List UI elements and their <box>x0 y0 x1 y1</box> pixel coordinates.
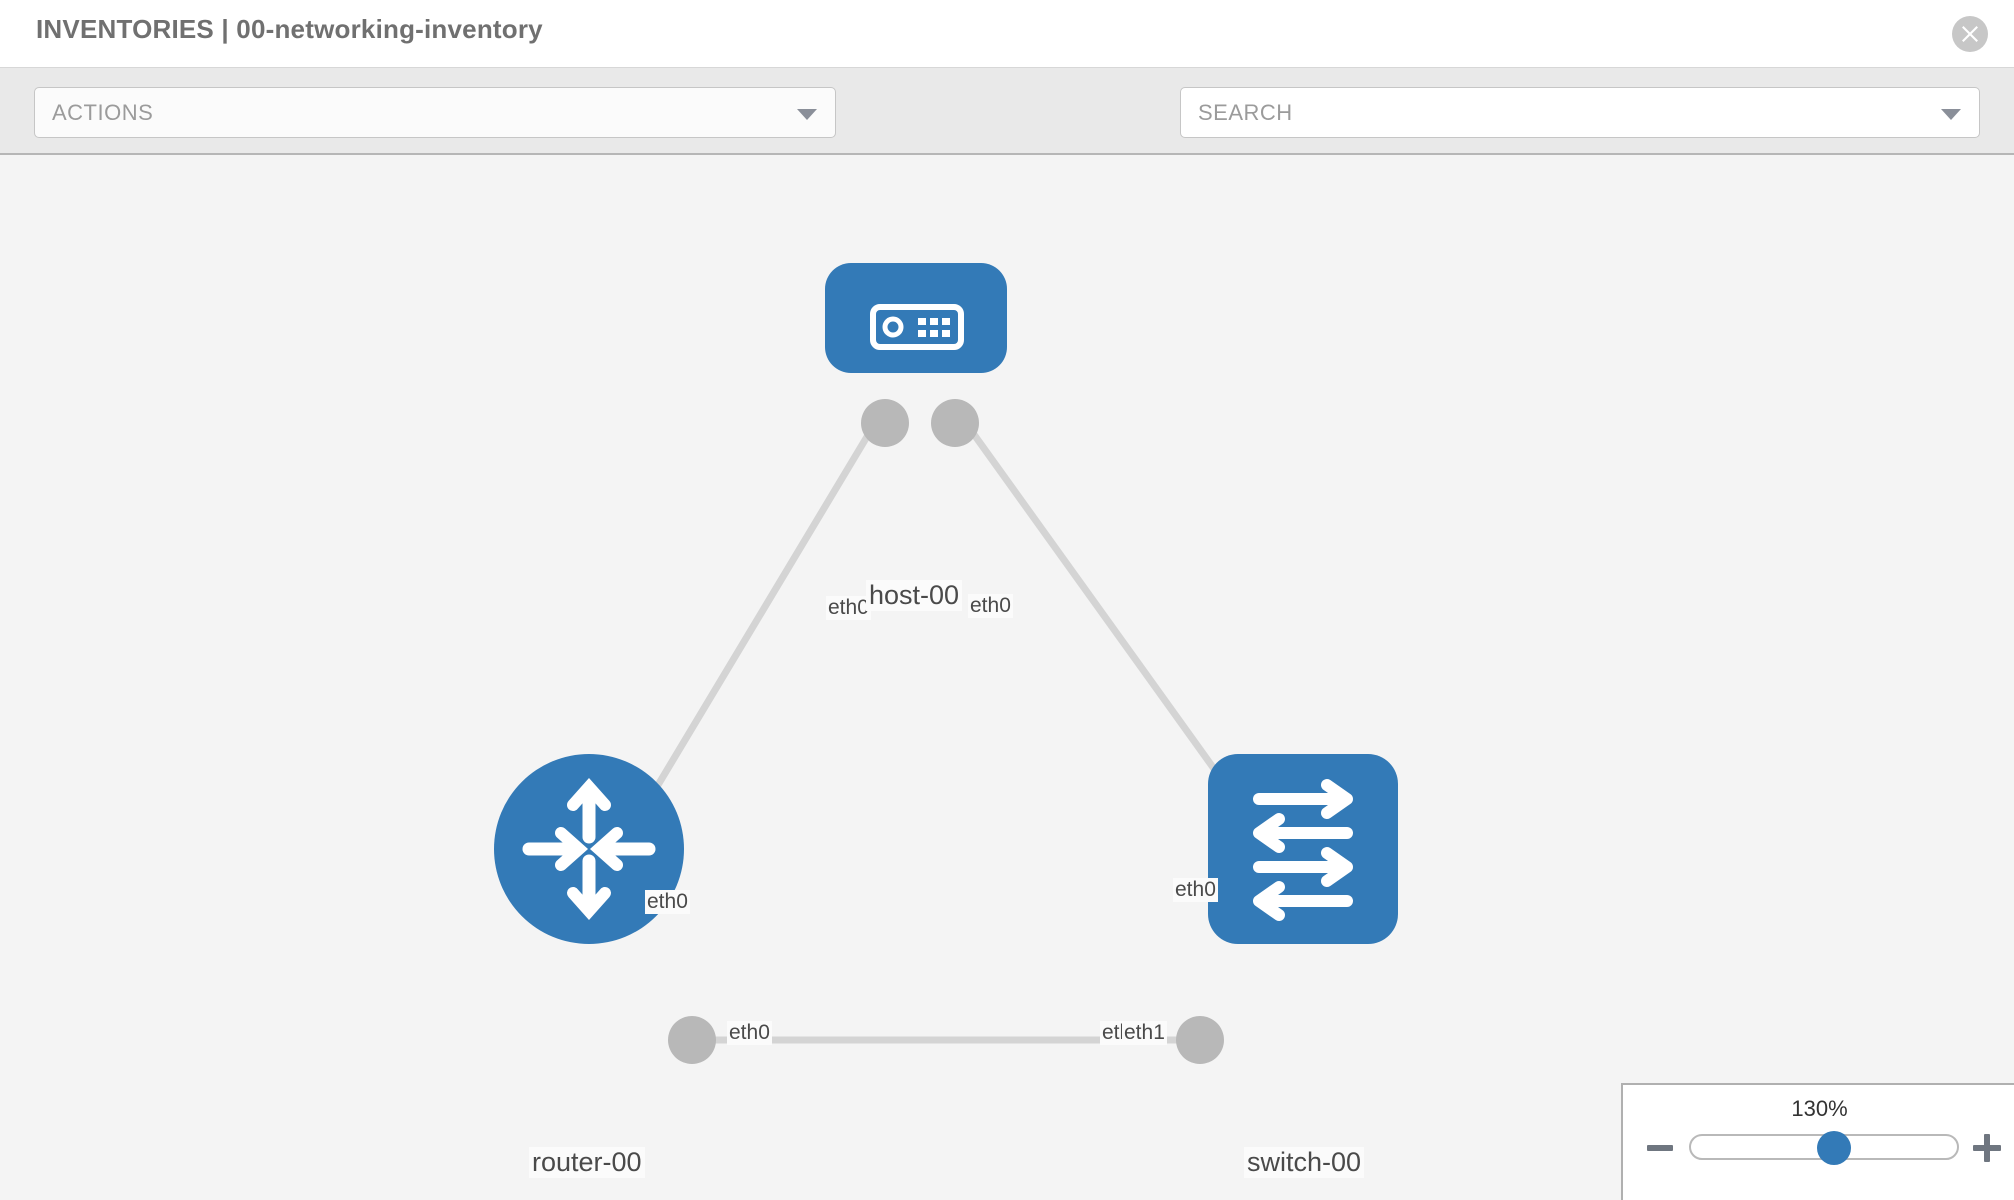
connector-host00-right <box>931 399 979 447</box>
zoom-slider[interactable] <box>1689 1131 1959 1165</box>
node-label-switch-00: switch-00 <box>1244 1147 1365 1178</box>
connector-router00-east <box>668 1016 716 1064</box>
edge-host00-switch00 <box>957 412 1243 808</box>
page-title: INVENTORIES | 00-networking-inventory <box>36 14 543 44</box>
edge-label-host00-eth0-left: eth0 <box>826 596 871 621</box>
close-icon[interactable] <box>1952 16 1988 52</box>
zoom-control-panel: 130% <box>1621 1083 2014 1200</box>
zoom-level-value: 130% <box>1791 1096 1848 1121</box>
node-router-00[interactable] <box>494 754 684 944</box>
zoom-out-button[interactable] <box>1647 1145 1673 1151</box>
edge-label-switch00-uplink-eth0: eth0 <box>1173 878 1218 903</box>
node-label-host-00: host-00 <box>866 580 963 611</box>
connector-switch00-west <box>1176 1016 1224 1064</box>
edge-host00-router00 <box>636 413 884 817</box>
actions-dropdown[interactable]: ACTIONS <box>34 87 836 138</box>
zoom-slider-thumb[interactable] <box>1817 1131 1851 1165</box>
toolbar: ACTIONS SEARCH <box>0 68 2014 194</box>
edge-label-host00-eth0-right: eth0 <box>968 594 1013 619</box>
search-field[interactable]: SEARCH <box>1180 87 1980 138</box>
edge-label-router00-eth0: eth0 <box>727 1021 772 1046</box>
edge-label-switch00-eth1: eth1 <box>1122 1021 1167 1046</box>
chevron-down-icon[interactable] <box>1941 109 1961 120</box>
node-label-router-00: router-00 <box>529 1147 645 1178</box>
topology-canvas[interactable]: eth0 host-00 eth0 eth0 eth0 eth0 eth eth… <box>0 155 2014 1200</box>
topology-connectors <box>668 399 1257 1064</box>
chevron-down-icon <box>797 109 817 120</box>
node-switch-00[interactable] <box>1208 754 1398 944</box>
edge-label-router00-uplink-eth0: eth0 <box>645 890 690 915</box>
actions-dropdown-label: ACTIONS <box>52 100 154 125</box>
topology-edges <box>636 412 1243 1044</box>
topology-graph <box>494 263 1398 1064</box>
connector-host00-left <box>861 399 909 447</box>
node-host-00[interactable] <box>825 263 1007 373</box>
zoom-in-button[interactable] <box>1973 1134 2001 1162</box>
search-placeholder: SEARCH <box>1198 100 1293 125</box>
page-header: INVENTORIES | 00-networking-inventory <box>0 0 2014 68</box>
